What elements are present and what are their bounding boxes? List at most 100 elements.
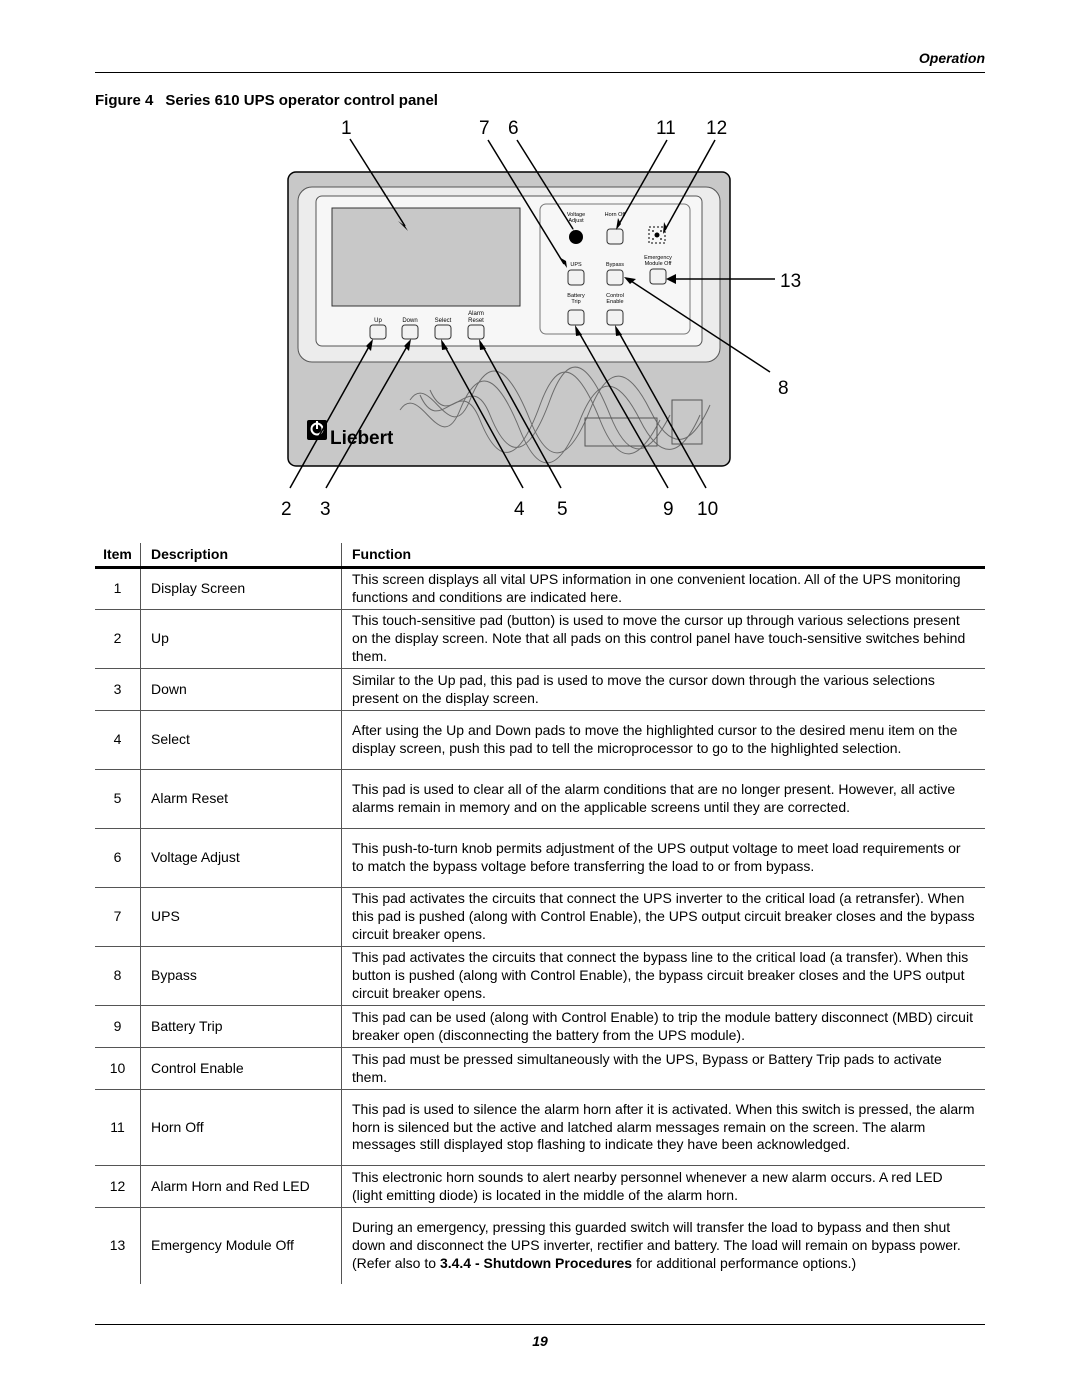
item-function: This pad must be pressed simultaneously … (341, 1047, 985, 1090)
item-function: After using the Up and Down pads to move… (341, 710, 985, 770)
callout-4: 4 (514, 499, 525, 520)
cross-reference-shutdown-procedures: 3.4.4 - Shutdown Procedures (439, 1254, 633, 1271)
item-description: Alarm Horn and Red LED (140, 1165, 342, 1208)
liebert-logo-text: Liebert (330, 428, 394, 449)
callout-3: 3 (320, 499, 331, 520)
item-function: This pad is used to silence the alarm ho… (341, 1089, 985, 1166)
emergency-label: Emergency (644, 255, 672, 261)
item-number: 3 (95, 668, 141, 711)
horn-off-button (606, 228, 624, 245)
item-description: Voltage Adjust (140, 828, 342, 888)
item-number: 11 (95, 1089, 141, 1166)
item-number: 12 (95, 1165, 141, 1208)
item-description: Battery Trip (140, 1005, 342, 1048)
decorative-wave-pattern (399, 366, 711, 464)
footer-rule (95, 1324, 985, 1325)
function-text: for additional performance options.) (632, 1254, 857, 1271)
column-header-function: Function (341, 543, 985, 569)
nameplate-right (671, 399, 703, 445)
item-function: This pad can be used (along with Control… (341, 1005, 985, 1048)
item-function: This pad is used to clear all of the ala… (341, 769, 985, 829)
callout-12: 12 (706, 118, 727, 139)
item-number: 1 (95, 567, 141, 610)
ups-label: UPS (570, 262, 582, 268)
item-function: This touch-sensitive pad (button) is use… (341, 609, 985, 669)
item-description: Display Screen (140, 567, 342, 610)
callout-13: 13 (780, 271, 801, 292)
item-number: 10 (95, 1047, 141, 1090)
item-description: Control Enable (140, 1047, 342, 1090)
select-button (434, 324, 452, 340)
callout-arrowheads (366, 218, 676, 351)
item-function: This pad activates the circuits that con… (341, 946, 985, 1006)
item-description: Alarm Reset (140, 769, 342, 829)
alarm-reset-button (467, 324, 485, 340)
up-button (369, 324, 387, 340)
item-number: 13 (95, 1207, 141, 1284)
select-label: Select (435, 318, 452, 324)
callout-10: 10 (697, 499, 718, 520)
emergency-module-off-button (649, 268, 667, 285)
header-rule (95, 72, 985, 73)
battery-trip-button (567, 309, 585, 326)
reset-label: Reset (468, 318, 484, 324)
page-number: 19 (532, 1333, 548, 1349)
module-off-label: Module Off (645, 261, 672, 267)
item-description: Emergency Module Off (140, 1207, 342, 1284)
alarm-horn-grille (648, 226, 666, 244)
control-enable-button (606, 309, 624, 326)
function-text: During an emergency, pressing this guard… (352, 1219, 961, 1271)
callout-5: 5 (557, 499, 568, 520)
bypass-button (606, 269, 624, 286)
item-function: This push-to-turn knob permits adjustmen… (341, 828, 985, 888)
item-number: 2 (95, 609, 141, 669)
figure-label: Figure 4 (95, 92, 154, 109)
callout-leader-lines (289, 138, 775, 489)
callout-2: 2 (281, 499, 292, 520)
figure-caption: Figure 4 Series 610 UPS operator control … (95, 92, 438, 109)
item-number: 4 (95, 710, 141, 770)
item-number: 9 (95, 1005, 141, 1048)
voltage-label: Voltage (567, 212, 585, 218)
column-header-description: Description (140, 543, 342, 569)
item-description: Select (140, 710, 342, 770)
adjust-label: Adjust (568, 218, 584, 224)
callout-11: 11 (656, 118, 676, 139)
up-label: Up (374, 318, 382, 324)
table-header-row: Item Description Function (95, 543, 985, 569)
item-description: Bypass (140, 946, 342, 1006)
callout-8: 8 (778, 378, 789, 399)
figure-title: Series 610 UPS operator control panel (165, 92, 438, 109)
display-screen (331, 207, 521, 307)
item-function: This pad activates the circuits that con… (341, 887, 985, 947)
alarm-label: Alarm (468, 311, 484, 317)
down-label: Down (402, 318, 417, 324)
item-number: 8 (95, 946, 141, 1006)
battery-label: Battery (567, 293, 585, 299)
enable-label: Enable (606, 299, 623, 305)
item-number: 5 (95, 769, 141, 829)
voltage-adjust-knob (569, 230, 583, 244)
horn-off-label: Horn Off (605, 212, 626, 218)
control-panel-figure: 1 7 6 11 12 13 8 2 3 4 5 9 10 Up Down Se… (281, 118, 801, 520)
item-description: Horn Off (140, 1089, 342, 1166)
callout-7: 7 (479, 118, 490, 139)
item-function: Similar to the Up pad, this pad is used … (341, 668, 985, 711)
bypass-label: Bypass (606, 262, 624, 268)
callout-1: 1 (341, 118, 352, 139)
item-function: During an emergency, pressing this guard… (341, 1207, 985, 1284)
